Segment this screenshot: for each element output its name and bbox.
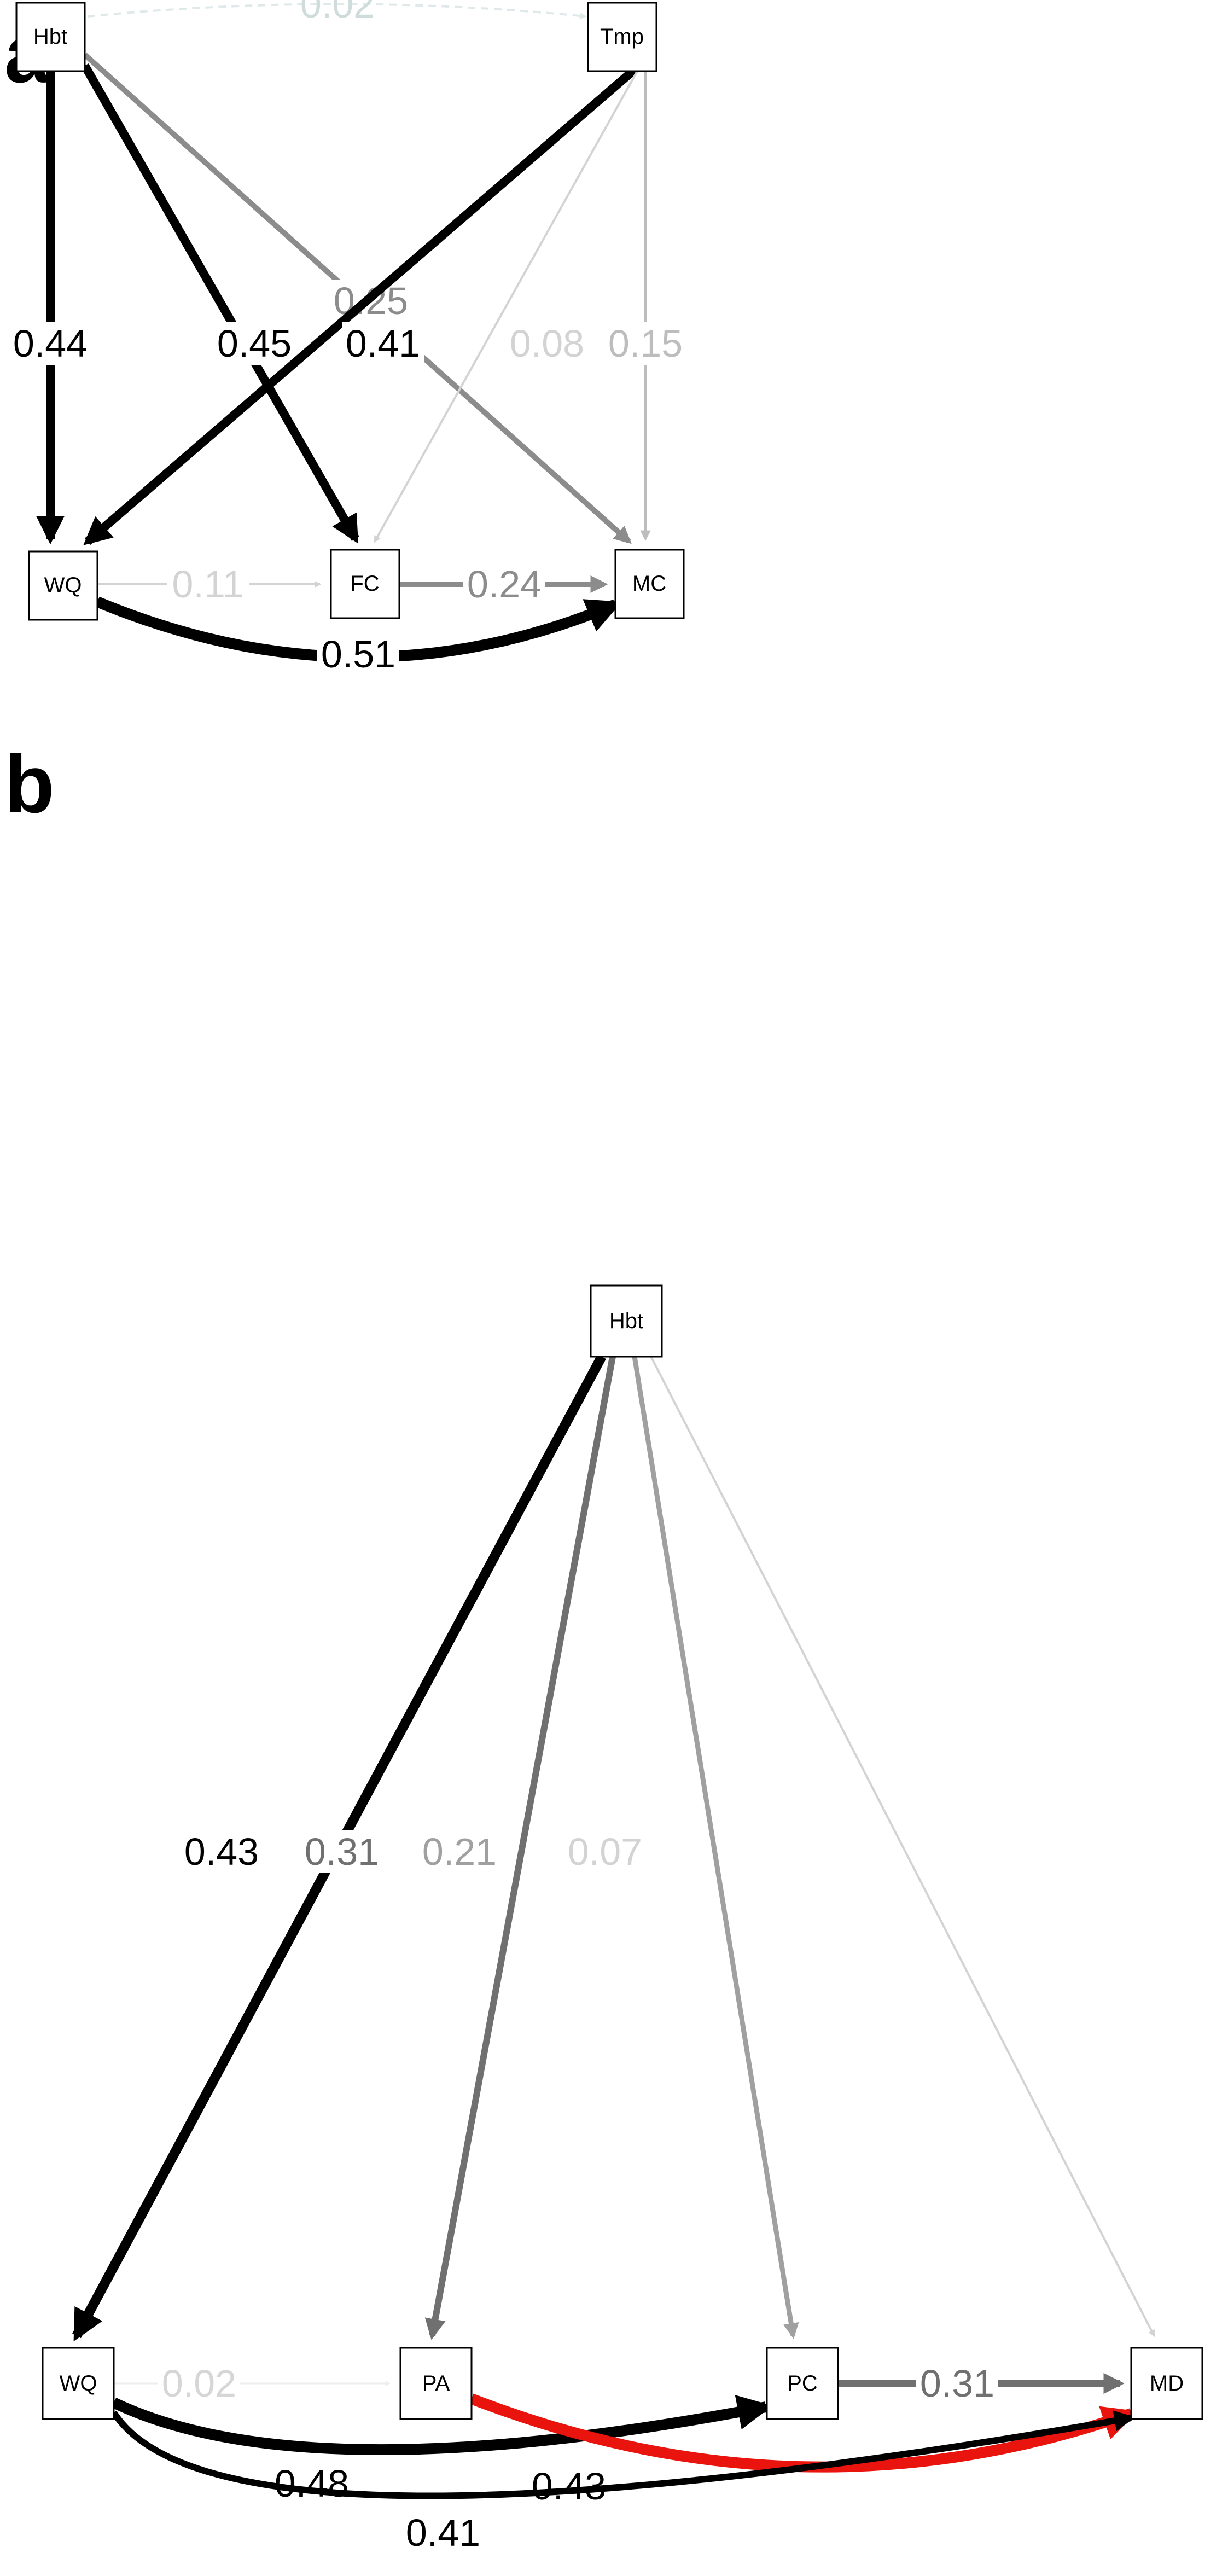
- edge-tmp-wq: 0.41: [83, 56, 649, 545]
- panel-b: b 0.43 0.31 0.21 0.07 0.02: [4, 738, 1203, 2554]
- edge-label-background: [181, 1830, 263, 1873]
- node-label: WQ: [60, 2371, 97, 2395]
- edge-label-hbt-md: 0.07: [568, 1830, 642, 1873]
- edge-fc-mc: 0.24: [399, 563, 608, 606]
- edge-label-wq-md: 0.41: [406, 2511, 480, 2554]
- edge-wq-fc: 0.11: [97, 563, 322, 606]
- edge-wq-md: 0.41: [110, 2410, 1136, 2554]
- edge-label-background: [213, 322, 295, 365]
- node-pa: PA: [399, 2347, 473, 2420]
- edge-label-hbt-pc: 0.21: [422, 1830, 497, 1873]
- edge-label-background: [916, 2362, 998, 2405]
- edge-arrow: [83, 56, 649, 545]
- edge-arrow: [81, 63, 359, 544]
- node-label: PC: [787, 2371, 818, 2395]
- edge-label-background: [301, 1830, 383, 1873]
- edge-arrow: [424, 1356, 616, 2340]
- edge-label-background: [9, 322, 91, 365]
- edge-wq-pa: 0.02: [114, 2362, 391, 2405]
- node-label: FC: [350, 572, 379, 596]
- edge-hbt-md: 0.07: [564, 1351, 1155, 2337]
- node-label: MD: [1150, 2371, 1184, 2395]
- edge-label-background: [506, 322, 588, 365]
- edge-hbt-pa: 0.31: [301, 1356, 616, 2340]
- edge-label-wq-mc: 0.51: [321, 633, 395, 676]
- edge-pc-md: 0.31: [838, 2362, 1125, 2405]
- node-hbt: Hbt: [15, 2, 86, 72]
- edge-hbt-fc: 0.45: [81, 63, 359, 544]
- node-pc: PC: [766, 2347, 839, 2420]
- node-wq: WQ: [42, 2347, 115, 2420]
- edge-label-hbt-wq: 0.44: [13, 322, 88, 365]
- edge-tmp-fc: 0.08: [374, 71, 638, 543]
- edge-hbt-wq: 0.44: [9, 71, 91, 545]
- node-md: MD: [1130, 2347, 1203, 2420]
- edge-label-hbt-pa: 0.31: [305, 1830, 379, 1873]
- edge-arrow: [374, 71, 638, 543]
- node-hbt: Hbt: [590, 1284, 663, 1358]
- node-tmp: Tmp: [587, 2, 657, 72]
- edge-label-background: [317, 633, 399, 676]
- edge-label-background: [158, 2362, 240, 2405]
- edge-label-background: [604, 322, 686, 365]
- edge-label-pc-md: 0.31: [920, 2362, 994, 2405]
- panel-letter-b: b: [4, 738, 55, 830]
- panel-a: a 0.02 0.44 0.45 0.25 0.41: [4, 0, 686, 676]
- edge-arrow: [111, 2395, 773, 2455]
- node-fc: FC: [330, 549, 400, 619]
- node-label: Tmp: [600, 25, 644, 49]
- node-label: PA: [422, 2371, 450, 2395]
- edge-label-tmp-fc: 0.08: [510, 322, 584, 365]
- node-label: Hbt: [609, 1309, 643, 1333]
- edge-label-tmp-wq: 0.41: [346, 322, 420, 365]
- edge-arrow: [647, 1351, 1155, 2337]
- edge-hbt-tmp: 0.02: [87, 0, 587, 26]
- node-label: Hbt: [33, 25, 67, 49]
- edge-label-tmp-mc: 0.15: [608, 322, 683, 365]
- edge-label-fc-mc: 0.24: [467, 563, 542, 606]
- node-wq: WQ: [28, 550, 98, 621]
- edge-tmp-mc: 0.15: [604, 71, 686, 541]
- edge-wq-mc: 0.51: [95, 596, 622, 676]
- edge-arrow: [632, 1356, 799, 2339]
- edge-label-wq-pa: 0.02: [162, 2362, 236, 2405]
- edge-label-background: [463, 563, 545, 606]
- edge-label-hbt-wq: 0.43: [184, 1830, 259, 1873]
- edge-label-hbt-fc: 0.45: [217, 322, 292, 365]
- edge-hbt-pc: 0.21: [418, 1356, 799, 2339]
- edge-label-background: [564, 1830, 646, 1873]
- node-label: MC: [632, 572, 666, 596]
- node-label: WQ: [44, 573, 82, 597]
- edge-label-hbt-tmp: 0.02: [300, 0, 375, 26]
- edge-label-wq-fc: 0.11: [172, 563, 243, 606]
- edge-label-background: [167, 563, 249, 606]
- edge-arrow: [87, 3, 587, 20]
- edge-label-background: [342, 322, 424, 365]
- edge-label-background: [271, 2462, 353, 2505]
- node-mc: MC: [614, 549, 685, 619]
- edge-label-background: [402, 2511, 484, 2554]
- edge-label-wq-pc: 0.48: [275, 2462, 349, 2505]
- edge-wq-pc: 0.48: [111, 2395, 773, 2505]
- edge-label-background: [418, 1830, 500, 1873]
- edge-arrow: [110, 2410, 1136, 2499]
